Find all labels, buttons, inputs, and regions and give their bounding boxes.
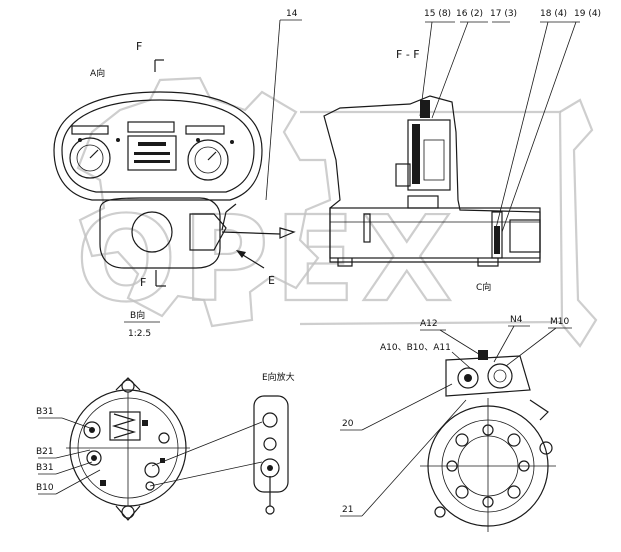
section-FF-callouts [419,21,580,233]
label-15: 15 (8) [424,9,451,19]
label-view-A: A向 [90,67,105,79]
label-17: 17 (3) [490,9,517,19]
label-bottom-F: F [140,276,146,289]
connector-plug [253,395,289,515]
section-FF-view [323,95,541,267]
combination-switch [99,197,296,269]
label-B21: B21 [36,447,54,457]
label-M10: M10 [550,317,569,327]
label-B31-bottom: B31 [36,463,54,473]
label-view-E: E向放大 [262,371,295,383]
starter-leaders [340,325,572,517]
label-B31-top: B31 [36,407,54,417]
label-view-C: C向 [476,281,491,293]
label-view-B: B向 [130,309,145,321]
label-top-F: F [136,40,142,53]
label-20: 20 [342,419,354,429]
label-14: 14 [286,9,298,19]
label-B10: B10 [36,483,54,493]
leader-14 [265,19,302,201]
alternator-view [66,377,190,521]
watermark-text: OPEX [76,190,458,328]
label-scale-B: 1:2.5 [128,329,151,339]
label-18: 18 (4) [540,9,567,19]
starter-motor-view [420,350,556,532]
label-A12: A12 [420,319,438,329]
instrument-cluster [53,91,263,201]
label-N4: N4 [510,315,523,325]
label-section-FF: F - F [396,48,420,61]
label-16: 16 (2) [456,9,483,19]
direction-E-arrow [236,250,265,269]
label-E: E [268,274,275,287]
alternator-leaders [38,417,263,495]
label-A10-B10-A11: A10、B10、A11 [380,343,451,353]
section-arrows-F [154,59,166,287]
label-19: 19 (4) [574,9,601,19]
label-21: 21 [342,505,353,515]
